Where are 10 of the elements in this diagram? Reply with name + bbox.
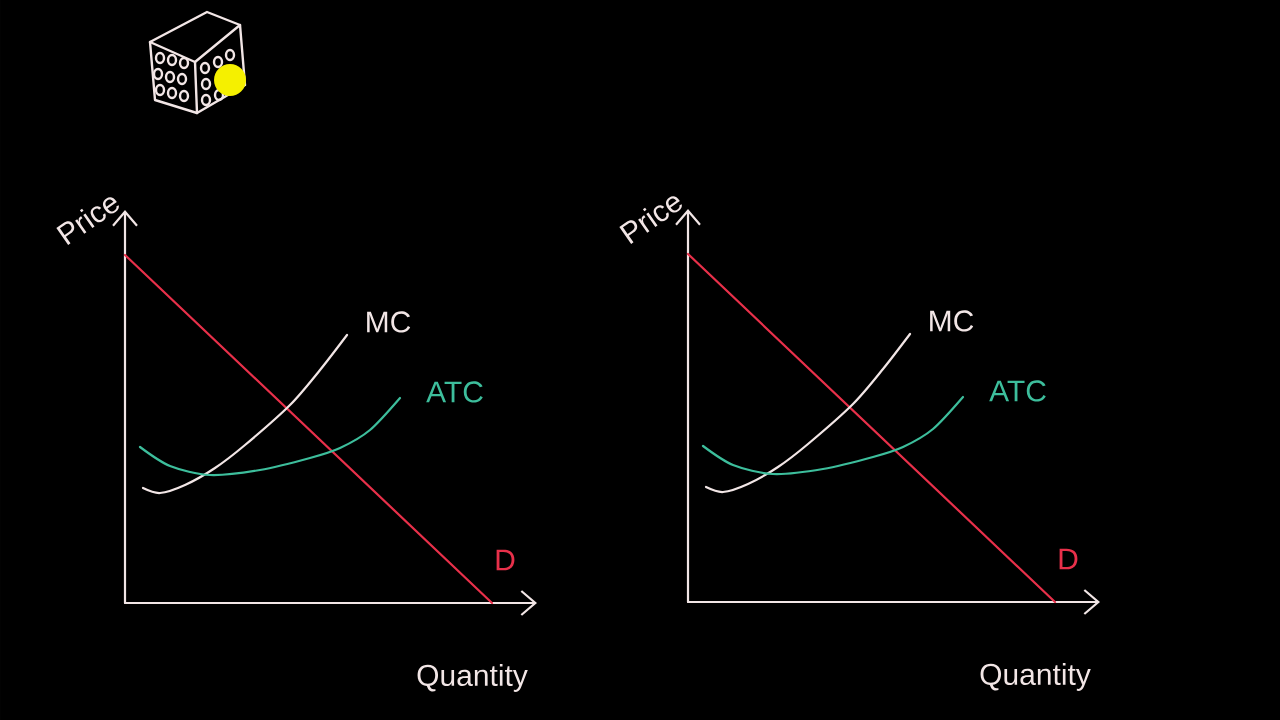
axis-label: Quantity [417,664,528,692]
axis-label: Price [56,197,119,245]
curve-label: MC [367,311,411,333]
curve-label: D [496,549,515,571]
axis-label: Quantity [980,663,1091,691]
curve-label: ATC [989,380,1046,402]
axis-label: Price [619,196,682,244]
curve-label: MC [930,310,974,332]
curve-label: ATC [426,381,483,403]
curve-label: D [1059,548,1078,570]
